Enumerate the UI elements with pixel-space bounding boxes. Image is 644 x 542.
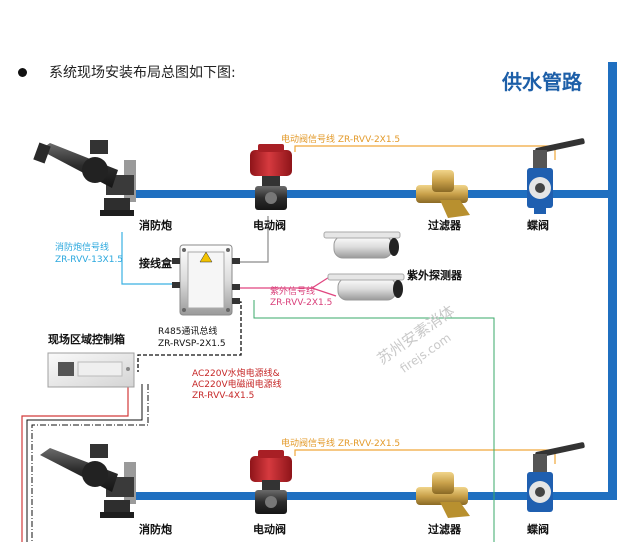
electric-valve-bottom [250,450,292,514]
cable-label-power-1: AC220V水炮电源线& [192,369,280,379]
cable-label-uv-2: ZR-RVV-2X1.5 [270,298,333,308]
uv-detectors [323,231,405,301]
filter-bottom [416,472,470,518]
label-valve-top: 电动阀 [253,219,286,232]
cable-label-rs485-2: ZR-RVSP-2X1.5 [158,339,226,349]
cable-label-cannon-1: 消防炮信号线 [55,243,110,253]
area-control-cabinet [47,352,135,388]
label-cannon-bottom: 消防炮 [139,523,172,536]
wiring [21,145,556,542]
label-valve-bottom: 电动阀 [253,523,286,536]
intro-line: 系统现场安装布局总图如下图: [18,66,236,80]
supply-pipe [128,62,617,500]
diagram-title: 供水管路 [502,70,582,94]
cable-label-valve-bottom: 电动阀信号线 ZR-RVV-2X1.5 [281,439,401,449]
electric-valve-top [250,144,292,210]
intro-text: 系统现场安装布局总图如下图: [49,65,236,81]
cable-label-valve-top: 电动阀信号线 ZR-RVV-2X1.5 [281,135,401,145]
label-butterfly-top: 蝶阀 [527,219,549,232]
label-cannon-top: 消防炮 [139,219,172,232]
cable-label-power-3: ZR-RVV-4X1.5 [192,391,255,401]
butterfly-valve-bottom [527,442,585,512]
label-filter-top: 过滤器 [428,219,461,232]
cable-label-cannon-2: ZR-RVV-13X1.5 [55,255,124,265]
label-filter-bottom: 过滤器 [428,523,461,536]
bullet-icon [18,67,27,77]
label-junction-box: 接线盒 [139,257,172,270]
cable-label-uv-1: 紫外信号线 [270,287,316,297]
cable-label-power-2: AC220V电磁阀电源线 [192,380,282,390]
label-butterfly-bottom: 蝶阀 [527,523,549,536]
label-control-cabinet: 现场区域控制箱 [48,333,125,346]
fire-cannon-top [33,140,136,216]
junction-box [172,244,240,316]
fire-cannon-bottom [40,444,136,518]
cable-label-rs485-1: R485通讯总线 [158,327,218,337]
butterfly-valve-top [527,138,585,214]
label-uv-detector: 紫外探测器 [407,269,462,282]
filter-top [416,170,470,218]
